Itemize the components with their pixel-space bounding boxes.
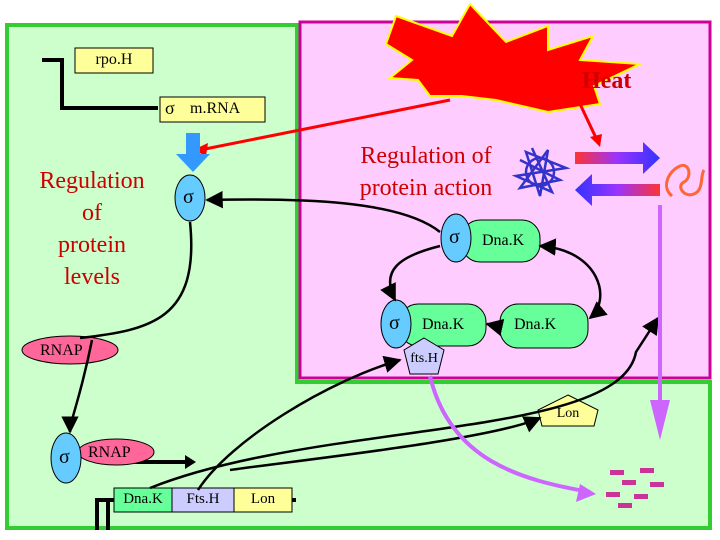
heat-label: Heat: [582, 68, 632, 94]
heat-to-mrna-arrow: [199, 98, 451, 152]
sigma-mrna-label: m.RNA: [190, 100, 241, 117]
sigma-holoenzyme-label: σ: [59, 446, 70, 468]
rnap-holoenzyme-label: RNAP: [88, 444, 131, 461]
peptide-fragments-icon: [606, 468, 664, 508]
dnak-from-operon-curve: [149, 316, 660, 490]
translation-arrow-head: [176, 154, 210, 172]
dnak-to-sigma-curve: [205, 190, 441, 233]
dnak1-to-dnak2-curve: [380, 244, 441, 302]
lon-protease: [537, 394, 599, 427]
regulation-levels-line-1: Regulation: [39, 168, 145, 194]
sigma-bound-2: [380, 299, 412, 349]
sigma-to-rnap-curve: [79, 221, 193, 340]
rpoh-gene-label: rpo.H: [95, 51, 133, 68]
rpoh-promoter-line: [42, 58, 158, 110]
regulation-levels-line-3: protein: [58, 232, 126, 258]
operon-ftsh-box: [171, 487, 235, 513]
folded-protein-icon: [665, 163, 706, 198]
rpoh-gene-box: [74, 47, 154, 74]
regulation-of-protein-action: Regulation of protein action: [336, 140, 516, 204]
heat-burst-icon: [384, 2, 644, 114]
sigma-free: [174, 174, 206, 222]
ftsh-from-operon-curve: [196, 355, 402, 491]
regulation-action-line-2: protein action: [359, 175, 493, 201]
ftsh-label: fts.H: [410, 351, 438, 366]
refolding-arrow-icon: [575, 174, 660, 206]
operon-dnak-label: Dna.K: [123, 491, 163, 507]
heat-to-protein-arrow: [578, 103, 599, 141]
unfolded-protein-icon: [511, 147, 571, 197]
sigma-bound-1: [440, 213, 472, 263]
ftsh-degradation-arrow: [428, 375, 591, 494]
lon-label: Lon: [556, 406, 580, 421]
operon-lon-label: Lon: [250, 491, 276, 507]
operon-dnak-box: [113, 487, 173, 513]
ftsh-protease: [403, 337, 445, 375]
dnak-bound-2-label: Dna.K: [422, 316, 465, 333]
operon-lon-box: [233, 487, 293, 513]
sigma-bound-1-label: σ: [449, 226, 460, 248]
regulation-action-line-1: Regulation of: [360, 143, 492, 169]
dnak-free-label: Dna.K: [514, 316, 557, 333]
regulation-levels-line-2: of: [82, 200, 102, 226]
green-region-top: [5, 23, 299, 389]
dnak1-to-dnakfree-curve: [538, 238, 608, 320]
translation-arrow-shaft: [186, 133, 200, 155]
sigma-bound-2-label: σ: [389, 312, 400, 334]
regulation-of-protein-levels: Regulation of protein levels: [22, 165, 162, 293]
operon-ftsh-label: Fts.H: [186, 491, 220, 507]
dnak2-to-dnakfree-curve: [485, 318, 505, 336]
dnak-bound-1-label: Dna.K: [482, 232, 525, 249]
lon-from-operon-curve: [229, 416, 542, 472]
rnap-label: RNAP: [40, 342, 83, 359]
rnap-free: [21, 335, 119, 365]
sigma-mrna-sigma: σ: [165, 98, 175, 118]
green-region-fill-join: [9, 372, 295, 392]
sigma-mrna-box: [159, 96, 266, 123]
regulation-levels-line-4: levels: [64, 264, 120, 290]
sigma-free-label: σ: [183, 186, 194, 208]
rnap-to-promoter-curve: [61, 339, 94, 434]
unfolding-arrow-icon: [575, 142, 660, 174]
